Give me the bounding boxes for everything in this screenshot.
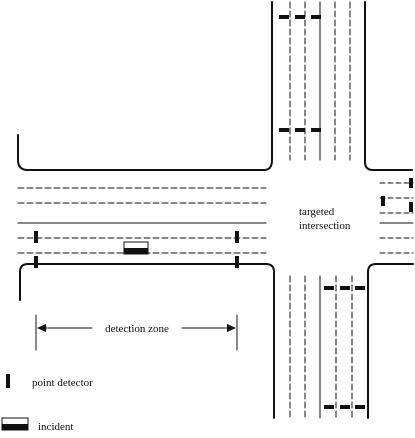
road-edge-bottom-right <box>367 263 414 419</box>
dimension-arrowheads <box>37 324 236 332</box>
legend-incident-label: incident <box>38 421 73 433</box>
point-detector <box>311 128 321 132</box>
east-lane-markings <box>379 182 414 254</box>
point-detector <box>381 196 385 206</box>
intersection-label-line1: targeted <box>299 206 335 218</box>
point-detector <box>34 231 38 243</box>
south-lane-markings <box>289 275 353 419</box>
point-detector <box>311 15 321 19</box>
legend: point detector incident <box>1 374 93 433</box>
point-detector <box>235 231 239 243</box>
road-edge-top-left <box>17 1 273 171</box>
legend-incident-icon-fill <box>2 424 28 430</box>
point-detector <box>355 286 365 290</box>
road-edge-bottom-left <box>19 263 275 419</box>
point-detector <box>279 15 289 19</box>
point-detector <box>295 15 305 19</box>
road-edge-top-right <box>364 1 413 171</box>
detection-zone-label: detection zone <box>105 323 169 335</box>
point-detector <box>34 256 38 268</box>
intersection-label-line2: intersection <box>299 220 351 232</box>
incident-marker <box>123 241 149 255</box>
point-detector <box>355 405 365 409</box>
legend-detector-icon <box>6 374 10 388</box>
point-detector <box>409 178 413 188</box>
point-detector <box>409 202 413 212</box>
point-detector <box>340 405 350 409</box>
point-detectors <box>34 15 413 409</box>
arrowhead-right <box>227 324 236 332</box>
incident-fill <box>124 248 148 254</box>
point-detector <box>340 286 350 290</box>
road-edges <box>17 1 414 419</box>
arrowhead-left <box>37 324 46 332</box>
north-lane-markings <box>289 1 351 161</box>
detection-zone-dimension <box>35 314 238 351</box>
west-lane-markings <box>17 187 267 254</box>
detection-zone-label-bg <box>102 323 173 335</box>
legend-detector-label: point detector <box>32 377 93 389</box>
point-detector <box>235 256 239 268</box>
point-detector <box>324 405 334 409</box>
point-detector <box>324 286 334 290</box>
point-detector <box>279 128 289 132</box>
point-detector <box>295 128 305 132</box>
